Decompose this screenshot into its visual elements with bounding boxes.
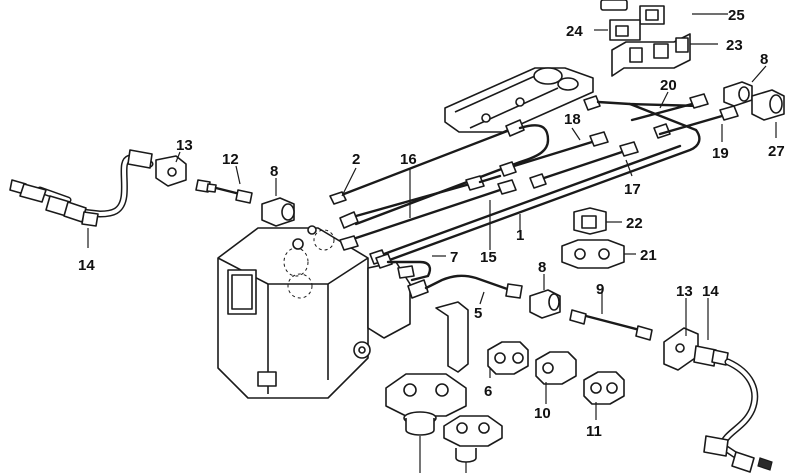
sleeve-8-left: [261, 197, 295, 227]
callout-12: 12: [222, 151, 239, 168]
brake-line-17: [529, 141, 639, 189]
brake-line-1: [369, 95, 702, 265]
brake-line-5: [407, 274, 523, 299]
callout-18: 18: [564, 111, 581, 128]
clip-part-10: [535, 351, 577, 385]
callout-8-top: 8: [760, 51, 768, 68]
clip-part-23: [611, 33, 691, 77]
callout-25: 25: [728, 7, 745, 24]
callout-7: 7: [450, 249, 458, 266]
brake-line-7: [375, 253, 432, 282]
callout-14-left: 14: [78, 257, 95, 274]
callout-13-left: 13: [176, 137, 193, 154]
right-brake-hose: [693, 345, 773, 473]
brake-line-19: [658, 105, 739, 136]
clip-part-11: [583, 371, 625, 405]
leader-lines: [87, 13, 777, 420]
brake-line-20: [630, 93, 709, 139]
callout-6: 6: [484, 383, 492, 400]
left-hose-bracket: [155, 155, 187, 187]
mounting-bracket: [435, 301, 469, 373]
callout-10: 10: [534, 405, 551, 422]
brake-line-15: [339, 179, 517, 251]
callout-11: 11: [586, 423, 602, 440]
clip-part-25: [600, 0, 665, 25]
brake-line-9: [569, 309, 653, 341]
brake-line-2: [329, 119, 550, 226]
callout-20: 20: [660, 77, 677, 94]
sleeve-8-mid: [529, 289, 561, 319]
master-cylinder-distributor: [444, 67, 594, 133]
abs-hydraulic-unit: [217, 225, 411, 399]
right-hose-bracket: [663, 327, 699, 371]
left-brake-hose: [9, 149, 154, 227]
callout-8-left: 8: [270, 163, 278, 180]
clip-part-24: [609, 19, 641, 41]
callout-15: 15: [480, 249, 497, 266]
grommet-clip-small: [443, 415, 503, 473]
callout-24: 24: [566, 23, 583, 40]
callout-13-right: 13: [676, 283, 693, 300]
callout-21: 21: [640, 247, 657, 264]
callout-27: 27: [768, 143, 785, 160]
callout-22: 22: [626, 215, 643, 232]
callout-19: 19: [712, 145, 729, 162]
callout-labels: 25 24 23 8 20 27 19 18 13 12 8 2 16 17 2…: [78, 7, 785, 440]
callout-2: 2: [352, 151, 360, 168]
brake-line-16: [339, 174, 502, 229]
clip-part-22: [573, 207, 607, 235]
sleeve-27: [751, 89, 785, 121]
callout-17: 17: [624, 181, 641, 198]
clip-part-6: [487, 341, 529, 375]
sleeve-8-top: [723, 81, 753, 107]
callout-23: 23: [726, 37, 743, 54]
callout-5: 5: [474, 305, 482, 322]
callout-14-right: 14: [702, 283, 719, 300]
brake-line-18: [499, 131, 609, 177]
callout-16: 16: [400, 151, 417, 168]
clip-part-21: [561, 239, 625, 269]
grommet-clip-large: [385, 373, 467, 473]
callout-9: 9: [596, 281, 604, 298]
callout-8-mid: 8: [538, 259, 546, 276]
brake-line-12: [195, 179, 253, 204]
callout-1: 1: [516, 227, 524, 244]
